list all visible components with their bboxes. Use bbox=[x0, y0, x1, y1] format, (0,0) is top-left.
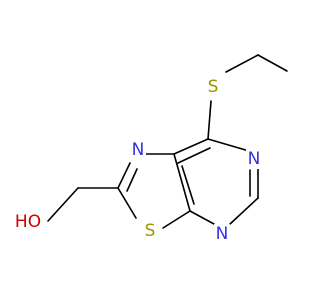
atom-labels: HO N S N N S bbox=[12, 76, 262, 244]
bond-c3a-c7-double bbox=[177, 147, 211, 164]
hydroxyl-label: HO bbox=[15, 212, 41, 232]
bond-ch3 bbox=[257, 54, 288, 72]
bond-n4-c7a bbox=[189, 210, 215, 225]
bond-c3a-c7a-inner bbox=[181, 165, 195, 205]
bond-c2-s1 bbox=[117, 187, 137, 219]
bond-c2-n3-double bbox=[126, 168, 138, 192]
bond-c3a-c7a bbox=[173, 153, 191, 212]
bond-s-ch3 bbox=[225, 54, 259, 73]
bond-s1-c7a bbox=[162, 210, 191, 229]
bond-c7-s bbox=[207, 100, 212, 140]
pyrimidine-nitrogen-upper-label: N bbox=[248, 149, 261, 169]
bond-c3a-c7 bbox=[173, 138, 209, 155]
pyrimidine-nitrogen-lower-label: N bbox=[216, 224, 229, 244]
bond-c7-n6 bbox=[207, 138, 250, 152]
thiazole-sulfur-label: S bbox=[145, 221, 156, 241]
methylthio-sulfur-label: S bbox=[208, 77, 219, 97]
bond-c2-n3 bbox=[117, 162, 131, 189]
thiazole-nitrogen-label: N bbox=[132, 140, 145, 160]
bond-c5-n4 bbox=[229, 197, 259, 225]
bonds bbox=[47, 54, 288, 229]
molecule-structure: HO N S N N S bbox=[12, 54, 288, 244]
bond-ch2-oh bbox=[47, 187, 79, 222]
